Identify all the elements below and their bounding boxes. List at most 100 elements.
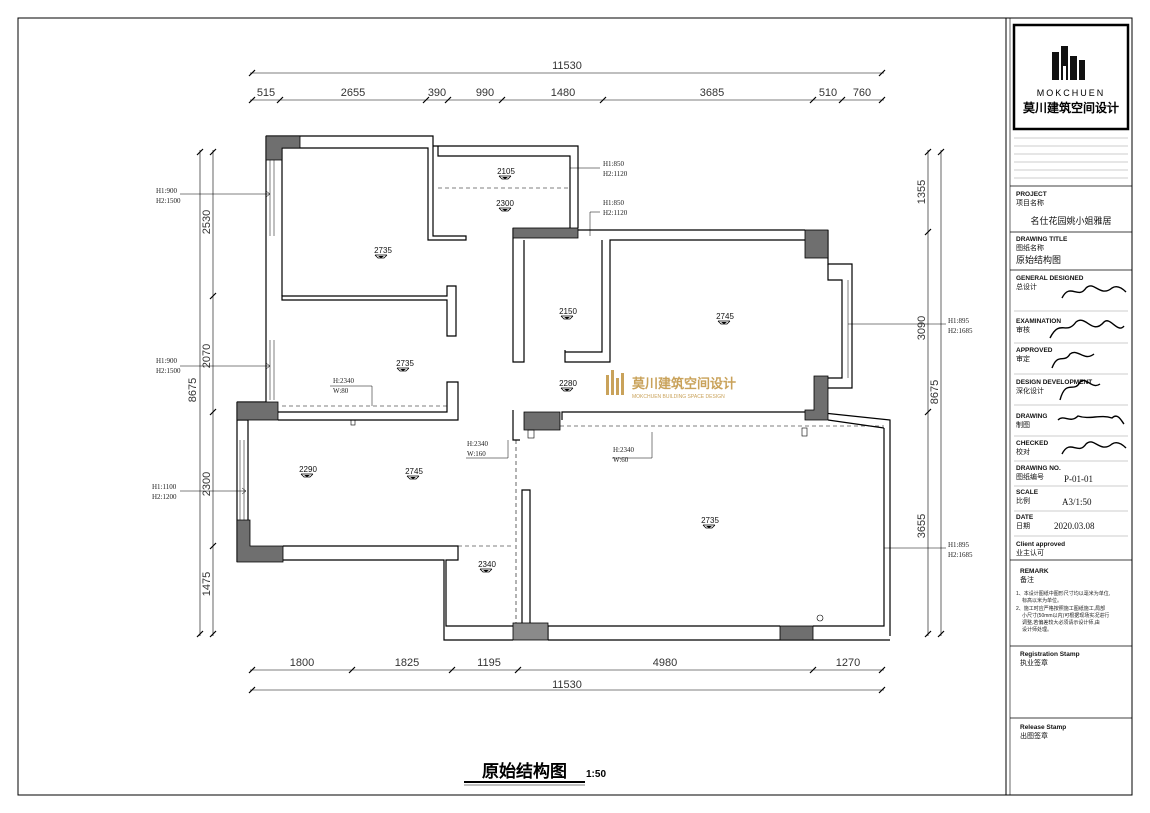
dim-text: 990 [476,87,494,99]
tb-label: CHECKED [1016,440,1048,447]
right-dimensions [924,148,945,638]
dim-text: 3685 [700,87,724,99]
tb-label: REMARK [1020,568,1049,575]
dim-text: 515 [257,87,275,99]
remark-line: 1、本设计图纸中图形尺寸均以毫米为单位, [1016,590,1110,597]
remark-line: 小尺寸(50mm以内)可根据现场实况进行 [1022,612,1109,619]
tb-label: PROJECT [1016,191,1047,198]
window-note: H1:895 [948,541,970,549]
watermark-cn: 莫川建筑空间设计 [631,376,736,391]
windows [239,160,849,520]
dim-text: 760 [853,87,871,99]
tb-label-cn: 备注 [1020,575,1034,584]
window-note: H1:850 [603,160,625,168]
level-label: 2340 [478,560,496,569]
dim-text: 4980 [653,657,677,669]
logo-icon [1052,46,1085,80]
signature [1051,351,1095,369]
tb-label-cn: 深化设计 [1016,386,1044,395]
beam-note: H:2340 [467,440,489,448]
level-label: 2105 [497,167,515,176]
level-label: 2150 [559,307,577,316]
tb-label: APPROVED [1016,347,1053,354]
tb-label-cn: 制图 [1016,420,1030,429]
dim-text: 510 [819,87,837,99]
window-note: H1:850 [603,199,625,207]
tb-label-cn: 比例 [1016,496,1030,505]
drawing-title: 原始结构图 1:50 [464,761,606,786]
tb-label-cn: 执业签章 [1020,658,1048,667]
left-dimensions [196,148,217,638]
window-note: H1:895 [948,317,970,325]
window-note: H2:1500 [156,367,181,375]
tb-value: 2020.03.08 [1054,521,1095,531]
tb-label-cn: 总设计 [1016,282,1037,291]
tb-label-cn: 图纸名称 [1016,243,1044,252]
drawing-scale-text: 1:50 [586,769,606,780]
column [779,625,814,641]
level-label: 2290 [299,465,317,474]
column [236,519,284,563]
dim-text: 11530 [552,679,582,691]
window-note: H1:900 [156,187,178,195]
tb-label: DATE [1016,514,1034,521]
tb-value: 名仕花园姚小姐雅居 [1030,215,1111,226]
logo-frame [1012,23,1130,131]
dim-text: 1270 [836,657,860,669]
level-label: 2280 [559,379,577,388]
tb-label: GENERAL DESIGNED [1016,275,1084,282]
level-label: 2300 [496,199,514,208]
column [236,401,279,421]
top-dimensions [248,69,886,104]
remark-line: 调整,若偏差较大必须请示设计师,由 [1022,619,1100,626]
sheet-border [17,17,1133,796]
tb-label: DRAWING NO. [1016,465,1061,472]
dim-text: 2070 [201,344,213,368]
beam-note: W:160 [467,450,486,458]
title-block: MOKCHUEN 莫川建筑空间设计 PROJECT 项目名称 名仕花园姚小姐雅居… [1010,23,1132,740]
tb-label-cn: 出图签章 [1020,731,1048,740]
logo-en: MOKCHUEN [1037,88,1106,98]
signature [1059,379,1101,401]
tb-label-cn: 审定 [1016,354,1030,363]
dim-text: 3090 [916,316,928,340]
level-label: 2745 [405,467,423,476]
column [523,411,561,431]
tb-label-cn: 校对 [1016,447,1030,456]
window-note: H2:1120 [603,209,628,217]
tb-label-cn: 审核 [1016,325,1030,334]
dim-text: 1475 [201,572,213,596]
remark-line: 标高以米为单位。 [1022,597,1062,604]
tb-label: SCALE [1016,489,1039,496]
column [265,135,301,161]
levels: 2105 2300 2735 2150 2745 2735 2280 2290 … [299,167,734,573]
bottom-dimensions [248,666,886,694]
dim-text: 8675 [187,378,199,402]
dim-text: 2530 [201,210,213,234]
dim-text: 2300 [201,472,213,496]
signature [1049,319,1125,339]
remark-line: 2、施工时应严格按照施工图纸施工,局部 [1016,605,1105,612]
tb-label-cn: 日期 [1016,522,1030,530]
dim-text: 1355 [916,180,928,204]
dim-text: 1480 [551,87,575,99]
dim-text: 1825 [395,657,419,669]
level-label: 2745 [716,312,734,321]
tb-label: Client approved [1016,541,1065,548]
window-note: H2:1685 [948,551,973,559]
beam-note: W:60 [613,456,629,464]
column [804,375,829,421]
drawing-title-text: 原始结构图 [482,761,567,781]
tb-label: DRAWING [1016,413,1047,420]
tb-label-cn: 项目名称 [1016,198,1044,207]
signature [1061,441,1127,455]
dim-text: 1195 [477,657,501,669]
beam-lines [282,187,884,626]
column [512,227,579,239]
logo-cn: 莫川建筑空间设计 [1023,100,1119,115]
window-notes [180,167,946,549]
column [512,622,549,641]
window-note: H2:1685 [948,327,973,335]
window-note: H2:1200 [152,493,177,501]
tb-label: EXAMINATION [1016,318,1061,325]
